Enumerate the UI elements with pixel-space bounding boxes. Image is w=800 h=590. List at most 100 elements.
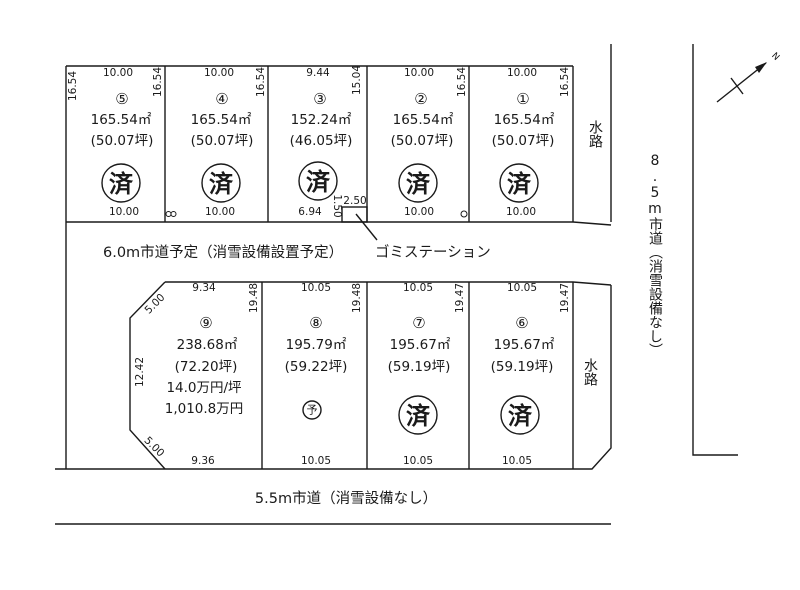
lot-1-side-right: 16.54	[559, 67, 571, 97]
lot-4: 10.00 16.54 ④ 165.54㎡ (50.07坪) 済 10.00	[191, 67, 267, 218]
east-road-label: 8.5m市道（消雪設備なし）	[647, 153, 663, 357]
lot-9-front-top: 9.34	[192, 282, 216, 294]
lot-2-front-top: 10.00	[404, 67, 434, 79]
lot-2: 10.00 16.54 ② 165.54㎡ (50.07坪) 済 10.00	[391, 67, 468, 218]
lot-8-front-bottom: 10.05	[301, 455, 331, 467]
lot-6: 10.05 19.47 ⑥ 195.67㎡ (59.19坪) 済 10.05	[491, 282, 571, 467]
lot-8-area: 195.79㎡	[286, 337, 347, 353]
lot-8-number: ⑧	[309, 314, 322, 332]
lot-7-side-right: 19.47	[454, 283, 466, 313]
lot-4-tsubo: (50.07坪)	[191, 133, 254, 149]
lot-1-front-top: 10.00	[507, 67, 537, 79]
lot-9-price-per-tsubo: 14.0万円/坪	[166, 380, 241, 396]
lot-9-west-edge	[129, 281, 166, 470]
lot-2-side-right: 16.54	[456, 67, 468, 97]
boundary-markers	[165, 210, 468, 218]
lot-7-front-top: 10.05	[403, 282, 433, 294]
sold-stamp: 済	[406, 170, 431, 198]
garbage-station: 2.50 1.50 ゴミステーション	[331, 194, 491, 261]
boundary-marker	[165, 211, 172, 217]
sold-stamp: 済	[306, 168, 331, 196]
lot-9-number: ⑨	[199, 314, 212, 332]
lot-5-side-left: 16.54	[67, 71, 79, 101]
lot-1-number: ①	[516, 90, 529, 108]
north-arrow-icon: N	[716, 51, 781, 103]
lot-4-front-top: 10.00	[204, 67, 234, 79]
lot-7: 10.05 19.47 ⑦ 195.67㎡ (59.19坪) 済 10.05	[388, 282, 466, 467]
lot-9: 5.00 9.34 19.48 ⑨ 238.68㎡ (72.20坪) 14.0万…	[134, 282, 260, 467]
north-arrow-crossbar	[730, 77, 744, 95]
east-road-edge	[692, 44, 738, 456]
lot-9-tsubo: (72.20坪)	[175, 359, 238, 375]
lot-1-tsubo: (50.07坪)	[492, 133, 555, 149]
lot-9-corner-top: 5.00	[142, 291, 167, 316]
lot-9-front-bottom: 9.36	[191, 455, 215, 467]
south-road-north-edge	[55, 285, 612, 470]
lot-9-side-right: 19.48	[248, 283, 260, 313]
lot-5-front-top: 10.00	[103, 67, 133, 79]
lot-1: 10.00 16.54 ① 165.54㎡ (50.07坪) 済 10.00	[492, 67, 571, 218]
garbage-station-label: ゴミステーション	[375, 243, 491, 261]
sold-stamp-ring	[201, 163, 241, 203]
lot-5-area: 165.54㎡	[91, 112, 152, 128]
lot-1-area: 165.54㎡	[494, 112, 555, 128]
lot-4-number: ④	[215, 90, 228, 108]
lot-5-tsubo: (50.07坪)	[91, 133, 154, 149]
lot-8: 10.05 19.48 ⑧ 195.79㎡ (59.22坪) 予 10.05	[285, 282, 363, 467]
garbage-station-depth: 1.50	[331, 194, 343, 217]
lot-8-side-right: 19.48	[351, 283, 363, 313]
sold-stamp-ring	[398, 163, 438, 203]
planned-road-label: 6.0m市道予定（消雪設備設置予定）	[103, 244, 343, 261]
garbage-station-box	[341, 206, 368, 223]
lot-3-front-top: 9.44	[306, 67, 330, 79]
lot-5-side-right: 16.54	[152, 67, 164, 97]
lot-7-front-bottom: 10.05	[403, 455, 433, 467]
lot-5-number: ⑤	[115, 90, 128, 108]
lot-9-price: 1,010.8万円	[165, 401, 244, 417]
south-road-label: 5.5m市道（消雪設備なし）	[255, 490, 437, 507]
lot-6-area: 195.67㎡	[494, 337, 555, 353]
waterway-road-crossing	[572, 221, 612, 226]
lot-4-front-bottom: 10.00	[205, 206, 235, 218]
lot-boundaries	[55, 44, 738, 525]
sold-stamp: 済	[508, 402, 533, 430]
reserved-stamp-ring	[302, 400, 322, 420]
lot-8-tsubo: (59.22坪)	[285, 359, 348, 375]
boundary-marker	[170, 211, 177, 217]
lot-2-front-bottom: 10.00	[404, 206, 434, 218]
lot-7-area: 195.67㎡	[390, 337, 451, 353]
sold-stamp-ring	[298, 161, 338, 201]
lot-1-front-bottom: 10.00	[506, 206, 536, 218]
sold-stamp-ring	[500, 395, 540, 435]
lot-2-number: ②	[414, 90, 427, 108]
sold-stamp: 済	[209, 170, 234, 198]
sold-stamp: 済	[406, 402, 431, 430]
lot-5: 10.00 16.54 16.54 ⑤ 165.54㎡ (50.07坪) 済 1…	[67, 67, 164, 218]
lot-4-area: 165.54㎡	[191, 112, 252, 128]
waterway-label-south: 水路	[582, 358, 598, 386]
lot-7-tsubo: (59.19坪)	[388, 359, 451, 375]
lot-6-front-top: 10.05	[507, 282, 537, 294]
lot-8-front-top: 10.05	[301, 282, 331, 294]
lot-2-area: 165.54㎡	[393, 112, 454, 128]
waterway-label-north: 水路	[587, 120, 603, 148]
lot-2-tsubo: (50.07坪)	[391, 133, 454, 149]
lot-4-side-right: 16.54	[255, 67, 267, 97]
boundary-marker	[460, 210, 468, 218]
lot-6-tsubo: (59.19坪)	[491, 359, 554, 375]
sold-stamp-ring	[499, 163, 539, 203]
lot-9-side-left: 12.42	[134, 357, 146, 387]
lot-5-front-bottom: 10.00	[109, 206, 139, 218]
lot-6-number: ⑥	[515, 314, 528, 332]
lot-3-side-right: 15.04	[351, 65, 363, 95]
reserved-stamp: 予	[307, 404, 318, 417]
garbage-station-width: 2.50	[343, 195, 366, 207]
lot-3-area: 152.24㎡	[291, 112, 352, 128]
lot-9-area: 238.68㎡	[177, 337, 238, 353]
north-arrow-head	[755, 62, 767, 73]
south-block-road-edge	[165, 281, 612, 286]
lot-3-number: ③	[313, 90, 326, 108]
sold-stamp-ring	[101, 163, 141, 203]
